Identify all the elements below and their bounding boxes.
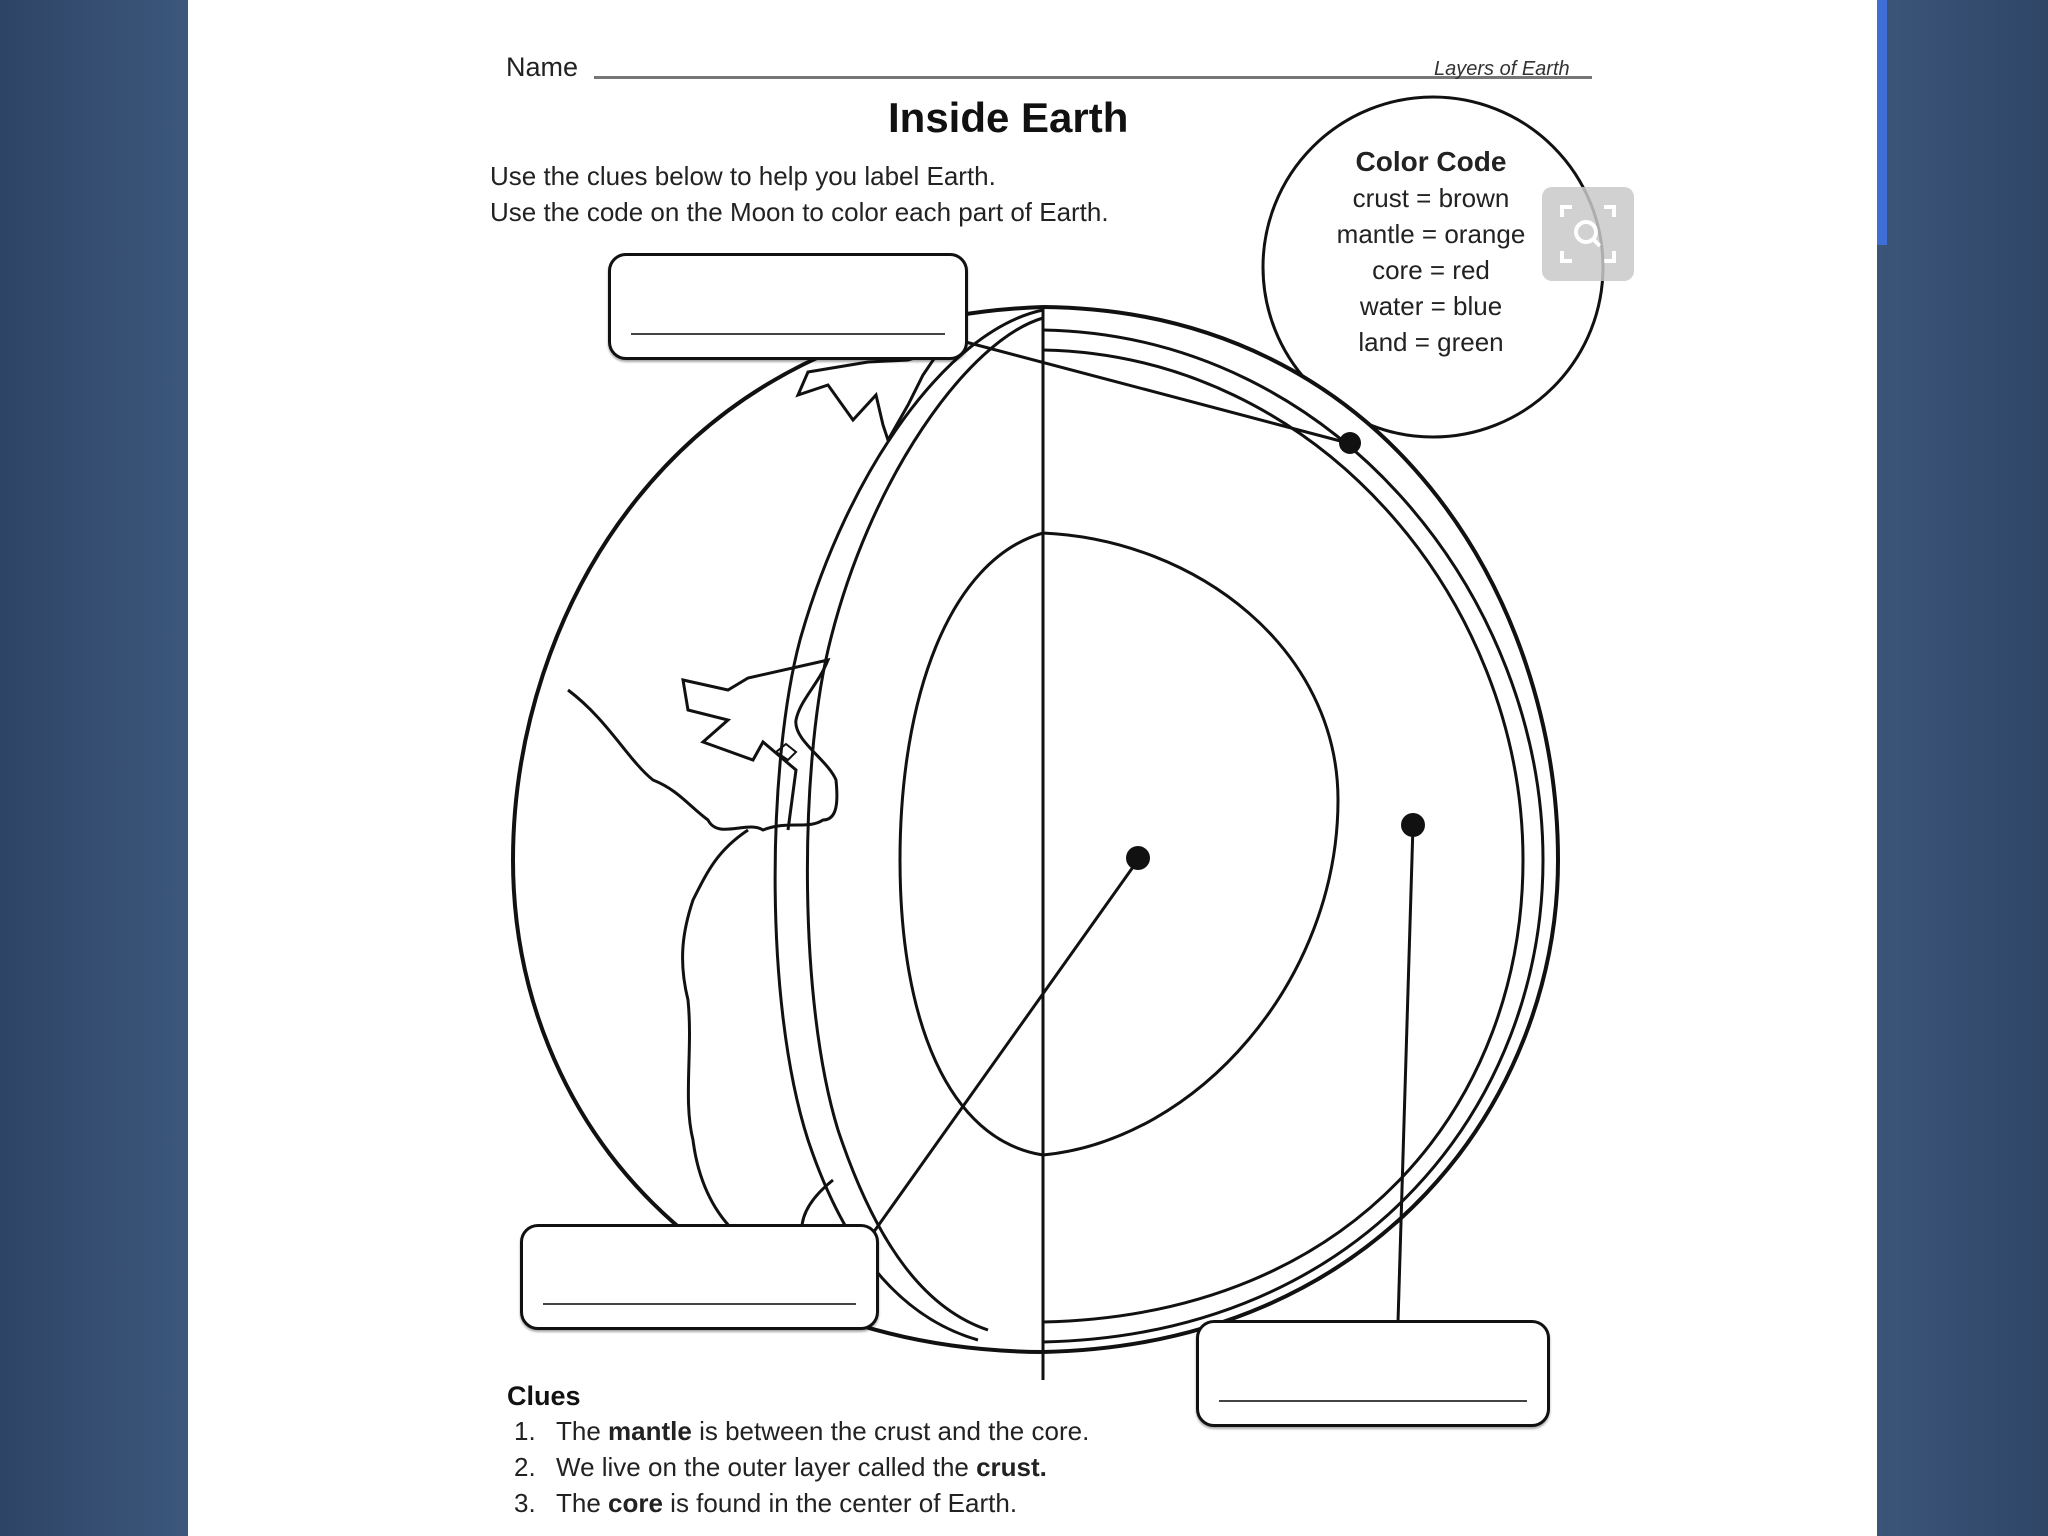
color-code-item: core = red: [1372, 255, 1490, 285]
worksheet-page: Name Layers of Earth Inside Earth Use th…: [188, 0, 1877, 1536]
unit-label: Layers of Earth: [1434, 58, 1570, 80]
instruction-color: Use the code on the Moon to color each p…: [490, 197, 1109, 227]
clue-text: is found in the center of Earth.: [662, 1488, 1018, 1518]
clue-keyword: core: [608, 1488, 663, 1518]
label-box-top[interactable]: [608, 253, 968, 360]
background-left: [0, 0, 188, 1536]
clue-keyword: mantle: [608, 1416, 692, 1446]
zoom-search-icon: [1560, 205, 1616, 263]
earth-outer-right: [1042, 305, 1561, 1354]
clue-item: 3. The core is found in the center of Ear…: [514, 1488, 1017, 1519]
color-code-title: Color Code: [1355, 146, 1507, 177]
answer-line: [1219, 1400, 1527, 1402]
zoom-button[interactable]: [1542, 187, 1634, 281]
clue-text: We live on the outer layer called the: [556, 1452, 977, 1482]
mantle-layer-right-inner: [1042, 348, 1525, 1324]
pointer-core-dot: [1126, 846, 1150, 870]
name-label: Name: [506, 52, 579, 82]
clue-text: The: [556, 1488, 609, 1518]
answer-line: [543, 1303, 856, 1305]
clue-text: is between the crust and the core.: [691, 1416, 1090, 1446]
clue-number: 3.: [514, 1488, 536, 1518]
earth-diagram: [510, 95, 1605, 1380]
pointer-mantle-dot: [1401, 813, 1425, 837]
continent-africa: [567, 657, 839, 832]
color-code-item: mantle = orange: [1336, 219, 1526, 249]
pointer-crust: [957, 338, 1349, 445]
earth-outer: [510, 305, 1044, 1354]
page-title: Inside Earth: [888, 94, 1129, 141]
label-box-left[interactable]: [520, 1224, 879, 1330]
color-code-item: water = blue: [1359, 291, 1503, 321]
clue-text: The: [556, 1416, 609, 1446]
answer-line: [631, 333, 945, 335]
label-box-right[interactable]: [1196, 1320, 1550, 1427]
name-line: [594, 76, 1592, 79]
instruction-label: Use the clues below to help you label Ea…: [490, 161, 996, 191]
crust-layer-inner: [805, 316, 1044, 1332]
color-code-item: crust = brown: [1352, 183, 1510, 213]
clue-item: 1. The mantle is between the crust and th…: [514, 1416, 1089, 1447]
clue-item: 2.We live on the outer layer called the …: [514, 1452, 1047, 1483]
mantle-layer-right-outer: [1042, 328, 1545, 1344]
clue-number: 1.: [514, 1416, 536, 1446]
pointer-crust-dot: [1339, 432, 1361, 454]
clues-title: Clues: [507, 1381, 581, 1411]
clue-keyword: crust.: [976, 1452, 1047, 1482]
background-right: [1877, 0, 2048, 1536]
core-outline: [898, 531, 1340, 1157]
pointer-core: [871, 859, 1140, 1234]
color-code-item: land = green: [1358, 327, 1504, 357]
pointer-mantle: [1396, 824, 1415, 1323]
accent-strip: [1877, 0, 1887, 245]
clue-number: 2.: [514, 1452, 536, 1482]
